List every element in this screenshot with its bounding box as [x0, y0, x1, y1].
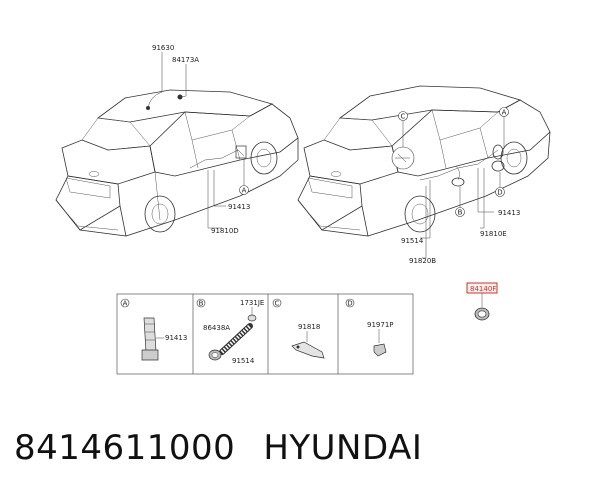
clip-91971P-icon [373, 343, 387, 357]
right-callout-91514: 91514 [401, 237, 424, 245]
panel-c-marker-label: C [275, 300, 280, 308]
panel-d-marker-label: D [347, 300, 352, 308]
right-marker-d [495, 187, 505, 197]
right-car-illustration [297, 85, 551, 237]
left-callout-91810D: 91810D [211, 227, 239, 235]
bracket-91818-icon [291, 341, 325, 359]
panel-d-marker [345, 298, 355, 308]
part-number: 8414611000 [14, 428, 236, 468]
grommet-84140F-icon [474, 307, 490, 321]
left-marker-a [239, 185, 249, 195]
panel-b-part-86438A: 86438A [203, 324, 230, 332]
right-callout-91820B: 91820B [409, 257, 436, 265]
corrugated-tube-91514-icon [219, 314, 257, 355]
footer: 8414611000 HYUNDAI [14, 428, 422, 468]
left-marker-a-label: A [242, 187, 247, 195]
right-marker-a [499, 107, 509, 117]
left-callout-84173A: 84173A [172, 56, 199, 64]
left-car-illustration [55, 58, 299, 237]
wire-grommet-91413-icon [141, 317, 159, 361]
panel-b-part-91514: 91514 [232, 357, 255, 365]
brand-name: HYUNDAI [263, 428, 423, 468]
highlight-part-label: 84140F [470, 285, 496, 293]
left-callout-91413: 91413 [228, 203, 250, 211]
right-marker-c [398, 111, 408, 121]
right-callout-91413: 91413 [498, 209, 520, 217]
right-marker-c-label: C [401, 113, 406, 121]
left-callout-91630: 91630 [152, 44, 174, 52]
detail-panels [116, 293, 414, 375]
panel-c-marker [272, 298, 282, 308]
panel-a-marker [120, 298, 130, 308]
panel-d-part-91971P: 91971P [367, 321, 394, 329]
panel-b-marker [196, 298, 206, 308]
right-marker-a-label: A [502, 109, 507, 117]
grommet-86438A-icon [208, 349, 222, 361]
right-marker-b-label: B [458, 209, 463, 217]
right-marker-b [455, 207, 465, 217]
right-callout-91810E: 91810E [480, 230, 507, 238]
panel-a-part-91413: 91413 [165, 334, 187, 342]
panel-b-marker-label: B [199, 300, 204, 308]
panel-b-part-1731JE: 1731JE [240, 299, 264, 307]
panel-a-marker-label: A [123, 300, 128, 308]
panel-c-part-91818: 91818 [298, 323, 320, 331]
right-marker-d-label: D [497, 189, 502, 197]
